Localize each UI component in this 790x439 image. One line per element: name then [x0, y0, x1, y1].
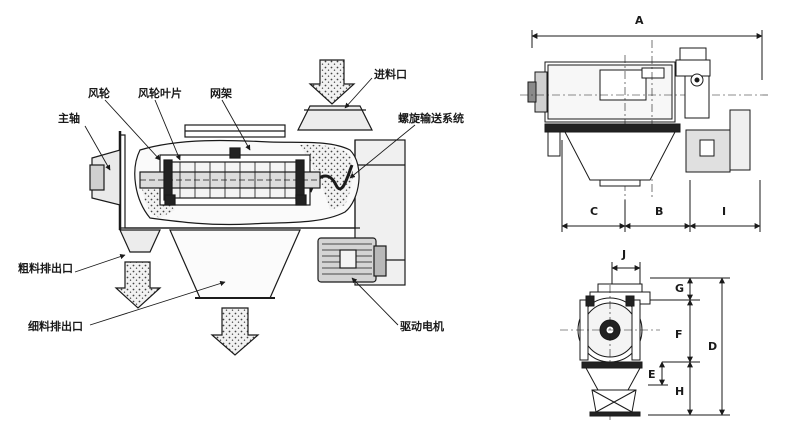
- inlet-flow-arrow: [308, 59, 356, 105]
- dim-F: F: [675, 328, 683, 341]
- dim-G: G: [675, 282, 684, 295]
- side-base-rail: [544, 123, 681, 133]
- dim-E: E: [648, 368, 656, 381]
- dim-H: H: [675, 385, 684, 398]
- label-screen-frame: 网架: [210, 86, 232, 100]
- end-view-dims: J G F D E H: [621, 248, 717, 398]
- label-drive-motor: 驱动电机: [400, 319, 444, 333]
- dim-D: D: [708, 340, 717, 353]
- coarse-outlet: [119, 229, 161, 253]
- fine-outlet-hopper: [169, 229, 301, 299]
- end-view: [560, 262, 730, 420]
- inlet-hopper: [297, 105, 373, 131]
- side-view-dims: A C B I: [590, 14, 726, 218]
- label-fan-blade: 风轮叶片: [138, 86, 182, 100]
- label-coarse-outlet: 粗料排出口: [18, 261, 73, 275]
- label-inlet: 进料口: [374, 67, 407, 81]
- label-screw-conveyor: 螺旋输送系统: [398, 111, 464, 125]
- dim-B: B: [655, 205, 663, 218]
- main-view-labels: 风轮 风轮叶片 网架 进料口 主轴 螺旋输送系统 粗料排出口 细料排出口 驱动电…: [18, 67, 464, 333]
- label-fine-outlet: 细料排出口: [28, 319, 83, 333]
- dim-I: I: [722, 205, 726, 218]
- side-view: [520, 30, 770, 232]
- dim-C: C: [590, 205, 598, 218]
- main-section-view: [74, 59, 416, 356]
- fine-flow-arrow: [210, 307, 260, 356]
- coarse-flow-arrow: [114, 261, 162, 309]
- label-main-shaft: 主轴: [58, 111, 80, 125]
- dim-J: J: [621, 248, 626, 261]
- dim-A: A: [635, 14, 644, 27]
- fan-blades: [179, 162, 286, 198]
- label-fan-wheel: 风轮: [88, 86, 110, 100]
